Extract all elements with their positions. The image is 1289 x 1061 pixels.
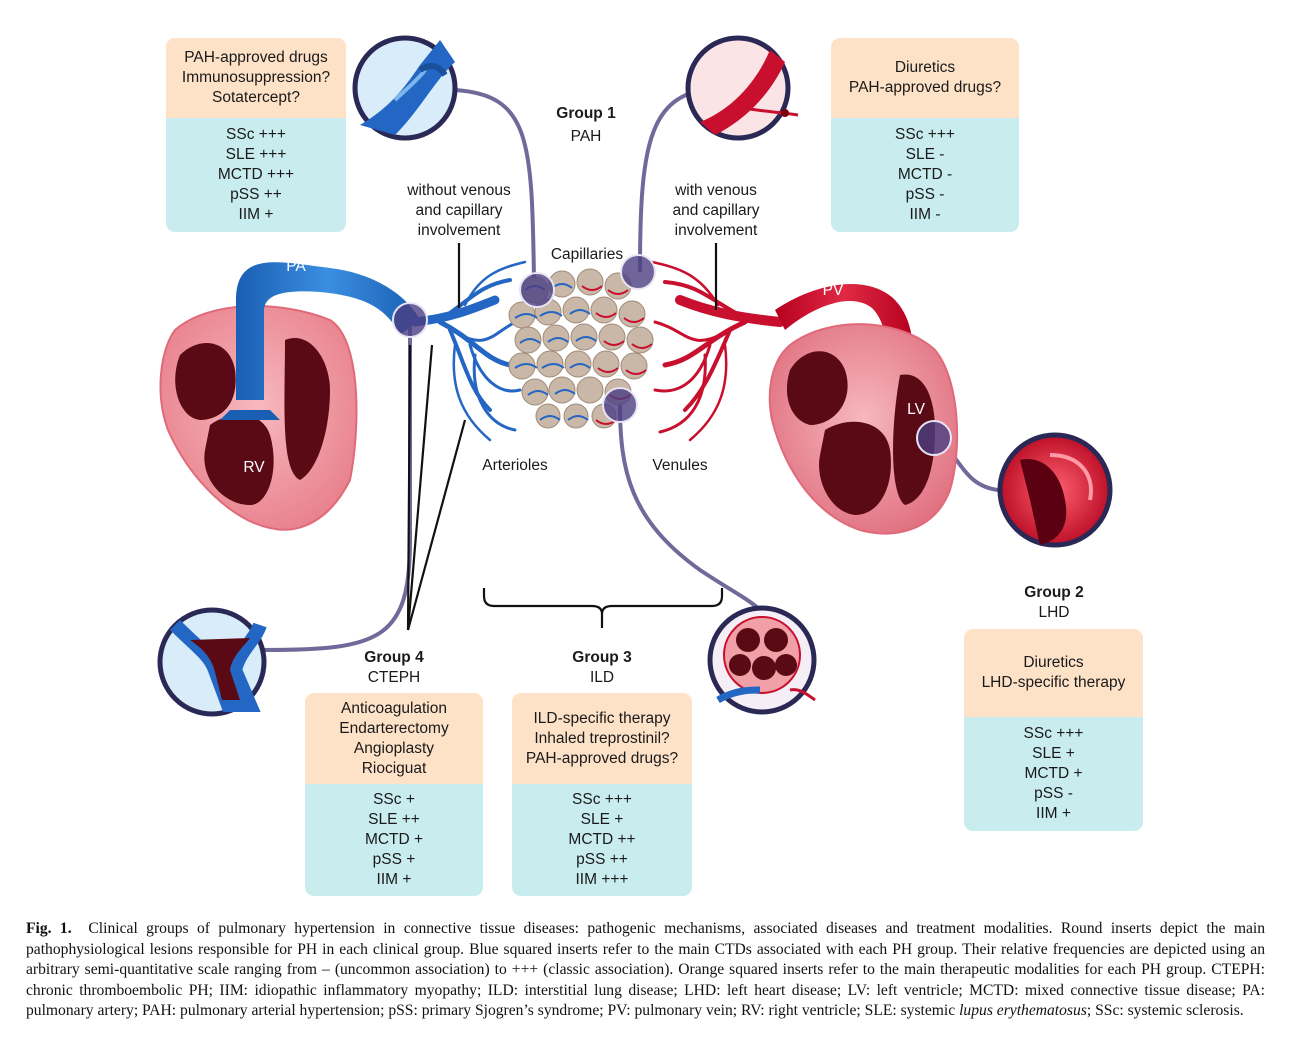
group4-title: Group 4	[364, 649, 424, 666]
insert-thrombus	[157, 607, 267, 717]
without-venous-line1: without venous	[407, 182, 511, 199]
pah-with-box: Diuretics PAH-approved drugs? SSc +++ SL…	[831, 38, 1019, 232]
ctd-item: MCTD ++	[568, 831, 636, 848]
ctd-item: MCTD -	[897, 166, 953, 183]
group2-title: Group 2	[1024, 584, 1084, 601]
treatment-item: Anticoagulation	[341, 699, 447, 717]
lv-label: LV	[907, 401, 925, 418]
group1-title: Group 1	[556, 105, 616, 122]
with-venous-line3: involvement	[674, 222, 758, 239]
left-heart	[768, 323, 959, 535]
insert-interstitial-lung	[707, 605, 817, 715]
capillaries-label: Capillaries	[550, 246, 624, 263]
pah-without-box: PAH-approved drugs Immunosuppression? So…	[166, 38, 346, 232]
ild-box: ILD-specific therapy Inhaled treprostini…	[512, 693, 692, 896]
cteph-ctds: SSc + SLE ++ MCTD + pSS + IIM +	[305, 784, 483, 896]
pah-with-treatments: Diuretics PAH-approved drugs?	[831, 38, 1019, 118]
ctd-item: SSc +++	[226, 126, 286, 143]
treatment-item: Diuretics	[894, 59, 956, 76]
ctd-item: SLE -	[905, 146, 945, 163]
lhd-ctds: SSc +++ SLE + MCTD + pSS - IIM +	[964, 717, 1143, 831]
group1-subtitle: PAH	[570, 128, 602, 145]
group2-subtitle: LHD	[1038, 604, 1070, 621]
ctd-item: IIM +	[376, 871, 412, 888]
treatment-item: LHD-specific therapy	[981, 674, 1126, 691]
group3-title: Group 3	[572, 649, 632, 666]
ild-treatments: ILD-specific therapy Inhaled treprostini…	[512, 693, 692, 784]
ctd-item: pSS -	[905, 186, 945, 203]
ctd-item: IIM +	[1036, 805, 1071, 822]
ctd-item: pSS ++	[230, 186, 282, 203]
treatment-item: Immunosuppression?	[181, 69, 331, 86]
treatment-item: Diuretics	[1023, 654, 1084, 671]
without-venous-line2: and capillary	[415, 202, 503, 219]
rv-label: RV	[243, 459, 265, 476]
treatment-item: PAH-approved drugs	[184, 49, 328, 66]
treatment-item: Inhaled treprostinil?	[534, 729, 670, 747]
treatment-item: Riociguat	[361, 759, 427, 777]
with-venous-line1: with venous	[675, 182, 757, 199]
ctd-item: SSc +++	[895, 126, 955, 143]
pah-with-ctds: SSc +++ SLE - MCTD - pSS - IIM -	[831, 118, 1019, 232]
group3-subtitle: ILD	[589, 669, 615, 686]
ctd-item: MCTD +++	[217, 166, 295, 183]
pa-label: PA	[286, 258, 306, 275]
ild-ctds: SSc +++ SLE + MCTD ++ pSS ++ IIM +++	[512, 784, 692, 896]
ctd-item: SLE ++	[368, 811, 420, 828]
group4-subtitle: CTEPH	[367, 669, 421, 686]
insert-left-heart	[997, 432, 1113, 548]
without-venous-line3: involvement	[417, 222, 501, 239]
ctd-item: SLE +	[580, 811, 624, 828]
ctd-item: SSc +++	[572, 791, 632, 808]
caption-text-end: ; SSc: systemic sclerosis.	[1086, 1002, 1244, 1020]
ctd-item: pSS ++	[576, 851, 628, 868]
pulmonary-vein	[775, 283, 914, 370]
lesion-markers	[392, 254, 952, 456]
insert-venous-remodeling	[685, 35, 799, 141]
pah-without-ctds: SSc +++ SLE +++ MCTD +++ pSS ++ IIM +	[166, 118, 346, 232]
caption-italic: lupus erythematosus	[959, 1002, 1087, 1020]
ctd-item: IIM -	[909, 206, 941, 223]
lhd-box: Diuretics LHD-specific therapy SSc +++ S…	[964, 629, 1143, 831]
caption-text: Clinical groups of pulmonary hypertensio…	[26, 920, 1265, 1020]
ctd-item: SSc +++	[1023, 725, 1084, 742]
ctd-item: MCTD +	[1024, 765, 1083, 782]
group3-bracket	[482, 588, 724, 628]
venule-tree	[650, 260, 785, 442]
ctd-item: IIM +++	[575, 871, 629, 888]
without-venous-label: without venous and capillary involvement	[388, 181, 530, 241]
with-venous-label: with venous and capillary involvement	[648, 181, 784, 241]
ctd-item: pSS -	[1034, 785, 1073, 802]
insert-arterial-remodeling	[352, 35, 458, 141]
pah-without-treatments: PAH-approved drugs Immunosuppression? So…	[166, 38, 346, 118]
ctd-item: pSS +	[372, 851, 416, 868]
treatment-item: PAH-approved drugs?	[848, 79, 1002, 96]
treatment-item: ILD-specific therapy	[533, 709, 671, 727]
ctd-item: IIM +	[238, 206, 274, 223]
treatment-item: Angioplasty	[353, 739, 435, 757]
pv-label: PV	[822, 282, 844, 299]
treatment-item: Endarterectomy	[339, 719, 449, 737]
ctd-item: SLE +	[1032, 745, 1075, 762]
cteph-box: Anticoagulation Endarterectomy Angioplas…	[305, 693, 483, 896]
ctd-item: SLE +++	[225, 146, 287, 163]
figure-caption: Fig. 1. Clinical groups of pulmonary hyp…	[26, 919, 1265, 1022]
ctd-item: SSc +	[373, 791, 415, 808]
with-venous-line2: and capillary	[672, 202, 760, 219]
lhd-treatments: Diuretics LHD-specific therapy	[964, 629, 1143, 717]
arterioles-label: Arterioles	[482, 457, 548, 474]
ctd-item: MCTD +	[364, 831, 424, 848]
treatment-item: PAH-approved drugs?	[525, 749, 679, 767]
venules-label: Venules	[652, 457, 708, 474]
pointer-lines	[406, 243, 718, 631]
pulmonary-artery	[220, 262, 420, 420]
treatment-item: Sotatercept?	[212, 89, 300, 106]
caption-label: Fig. 1.	[26, 920, 72, 937]
cteph-treatments: Anticoagulation Endarterectomy Angioplas…	[305, 693, 483, 784]
